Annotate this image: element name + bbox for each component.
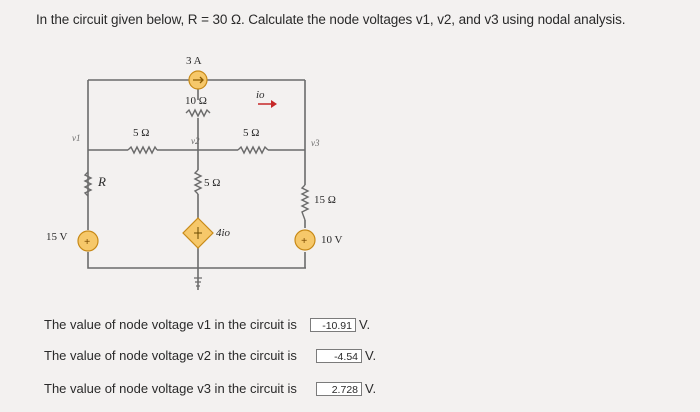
wire-bottom <box>87 252 306 269</box>
voltage-source-10v-icon <box>294 229 316 251</box>
label-io: io <box>256 89 265 101</box>
answer-text-v1: The value of node voltage v1 in the circ… <box>44 317 297 332</box>
label-4io: 4io <box>216 227 231 239</box>
answer-input-v1[interactable]: -10.91 <box>310 317 356 332</box>
resistor-5ohm-mid-icon <box>193 169 203 195</box>
dependent-source-icon <box>182 217 214 249</box>
label-10v: 10 V <box>321 234 343 246</box>
label-10ohm: 10 Ω <box>185 95 207 107</box>
plus-sign-10v: + <box>301 235 307 247</box>
label-node-v2: v2 <box>191 136 200 146</box>
label-5ohm-left: 5 Ω <box>133 127 149 139</box>
answer-text-v3: The value of node voltage v3 in the circ… <box>44 381 297 396</box>
resistor-5ohm-left-icon <box>127 145 158 155</box>
plus-sign-15v: + <box>84 236 90 248</box>
label-15ohm: 15 Ω <box>314 194 336 206</box>
voltage-source-15v-icon <box>77 230 99 252</box>
answer-text-v2: The value of node voltage v2 in the circ… <box>44 348 297 363</box>
label-R: R <box>97 174 106 189</box>
label-3a: 3 A <box>186 55 202 67</box>
resistors <box>83 108 310 221</box>
answer-row-v3: The value of node voltage v3 in the circ… <box>44 381 376 396</box>
answer-input-v3[interactable]: 2.728 <box>316 381 362 396</box>
resistor-15ohm-icon <box>300 184 310 221</box>
answer-unit-v1: V. <box>359 317 371 332</box>
resistor-5ohm-right-icon <box>237 145 269 155</box>
wires <box>87 79 306 290</box>
resistor-10ohm-icon <box>185 108 211 118</box>
answer-unit-v3: V. <box>365 381 377 396</box>
current-source-3a-icon <box>188 70 208 90</box>
question-text: In the circuit given below, R = 30 Ω. Ca… <box>36 12 626 27</box>
answer-row-v2: The value of node voltage v2 in the circ… <box>44 348 376 363</box>
label-5ohm-right: 5 Ω <box>243 127 259 139</box>
answer-row-v1: The value of node voltage v1 in the circ… <box>44 317 370 332</box>
current-arrow-icon <box>258 100 277 108</box>
answer-input-v2[interactable]: -4.54 <box>316 348 362 363</box>
answer-unit-v2: V. <box>365 348 377 363</box>
label-5ohm-mid: 5 Ω <box>204 177 220 189</box>
resistor-R-icon <box>83 171 93 197</box>
label-node-v3: v3 <box>311 138 320 148</box>
ground-icon <box>194 277 202 287</box>
label-node-v1: v1 <box>72 133 81 143</box>
label-15v: 15 V <box>46 231 68 243</box>
